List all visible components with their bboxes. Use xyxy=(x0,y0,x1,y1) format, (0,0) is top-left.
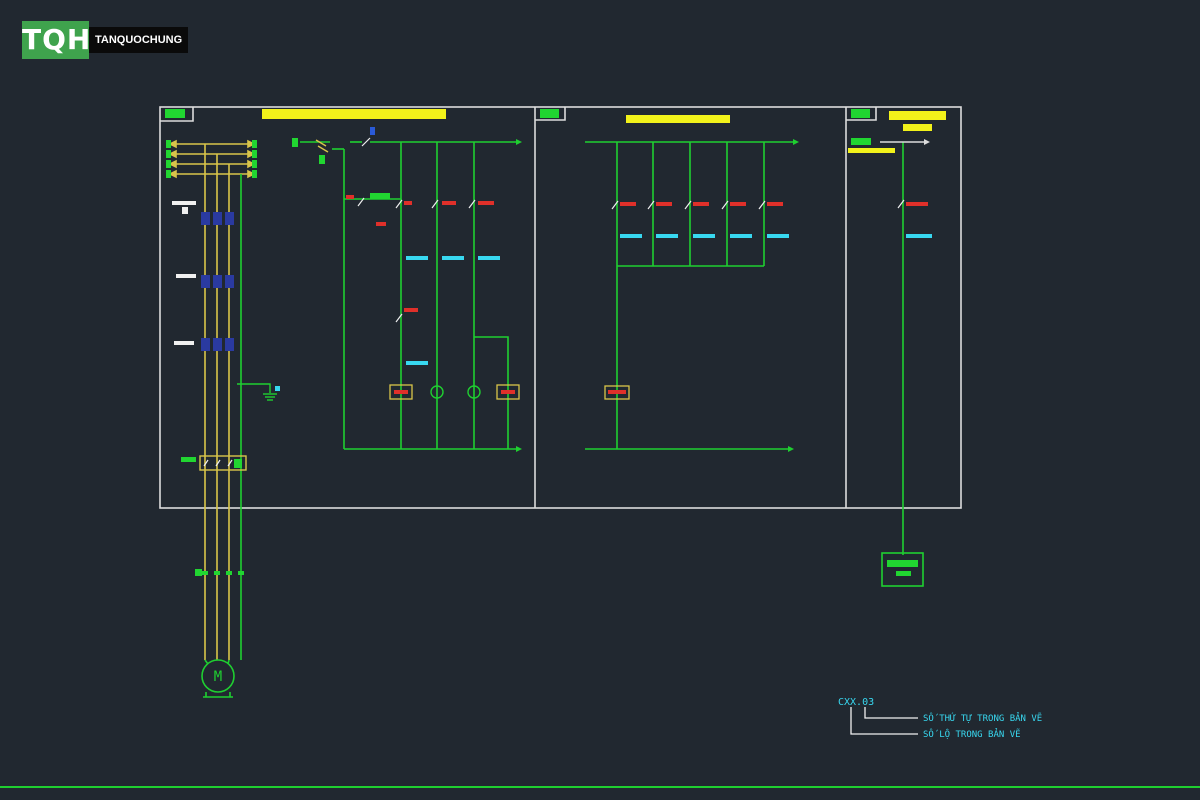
alarm-circuit xyxy=(851,138,932,587)
title-bars xyxy=(165,109,946,153)
legend-code: CXX.03 xyxy=(838,697,874,708)
control-circuit-left xyxy=(292,127,522,452)
legend-sequence-label: SỐ THỨ TỰ TRONG BẢN VẼ xyxy=(923,711,1042,724)
legend-route-label: SỐ LỘ TRONG BẢN VẼ xyxy=(923,727,1021,740)
brand-mark: TQH xyxy=(22,21,90,59)
power-circuit xyxy=(166,139,280,698)
motor-label: M xyxy=(214,669,222,685)
legend-leaders xyxy=(850,707,918,735)
brand-logo: TQH TANQUOCHUNG xyxy=(22,21,189,59)
bottom-border-line xyxy=(0,786,1200,788)
brand-name: TANQUOCHUNG xyxy=(89,27,189,53)
control-circuit-middle xyxy=(585,139,799,452)
drawing-frame xyxy=(159,106,962,509)
